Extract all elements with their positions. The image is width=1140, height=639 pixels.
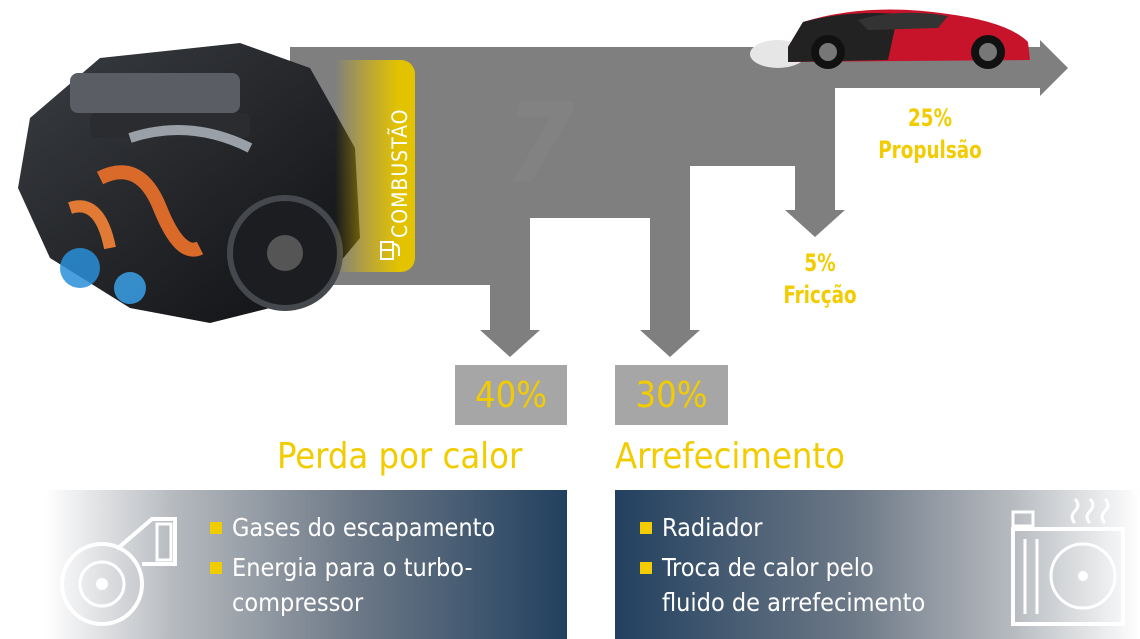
cooling-panel: Radiador Troca de calor pelo fluido de a… — [615, 490, 1140, 639]
cooling-title: Arrefecimento — [615, 436, 845, 477]
cooling-item: Radiador — [640, 509, 762, 546]
propulsion-label: Propulsão — [878, 136, 982, 164]
engine-image — [18, 43, 360, 323]
heat-loss-panel: Gases do escapamento Energia para o turb… — [45, 490, 567, 639]
cooling-percent: 30% — [615, 365, 728, 425]
sports-car-image — [750, 9, 1030, 69]
combustion-label: COMBUSTÃO — [388, 108, 412, 238]
friction-percent: 5% — [804, 249, 836, 277]
friction-label: Fricção — [783, 281, 857, 309]
fuel-pump-icon — [380, 241, 400, 260]
cooling-item-continued: fluido de arrefecimento — [662, 588, 926, 617]
turbocharger-icon — [60, 517, 177, 626]
flow-arrows — [290, 40, 1068, 357]
combustion-tag — [335, 60, 415, 272]
heat-loss-item-continued: compressor — [232, 588, 364, 617]
heat-loss-item: Energia para o turbo- — [210, 549, 473, 586]
heat-loss-title: Perda por calor — [277, 436, 523, 477]
radiator-icon — [1011, 497, 1125, 626]
propulsion-percent: 25% — [908, 104, 952, 132]
cooling-item: Troca de calor pelo — [640, 549, 874, 586]
watermark-logo: 7 — [505, 80, 574, 208]
heat-loss-percent: 40% — [455, 365, 567, 425]
heat-loss-item: Gases do escapamento — [210, 509, 495, 546]
